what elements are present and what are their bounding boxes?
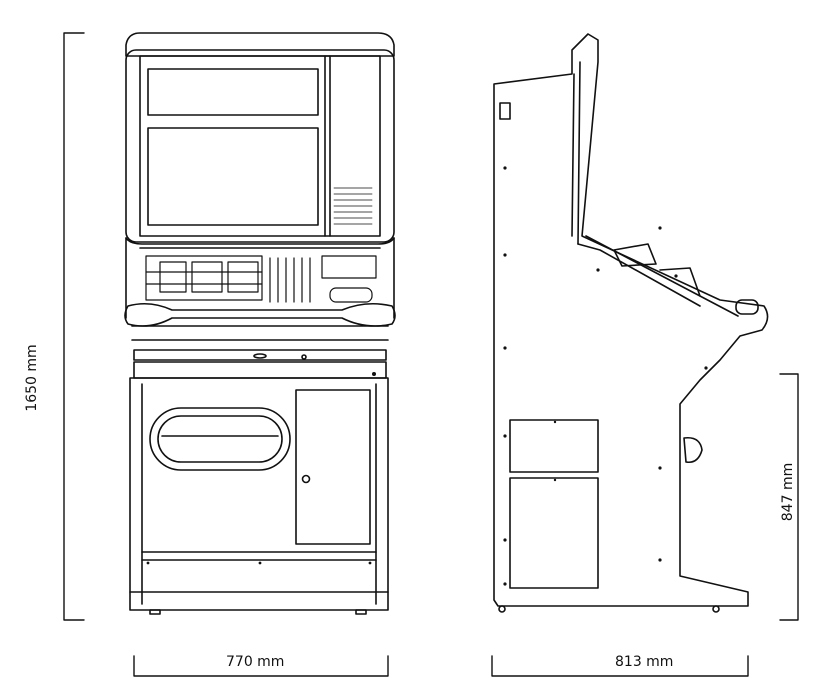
door-lock: [301, 474, 311, 484]
side-view: [493, 33, 769, 613]
width-dim: [133, 655, 389, 677]
service-door: [295, 389, 371, 545]
upper-side-door: [509, 419, 599, 473]
front-slot: [149, 407, 291, 471]
lower-cabinet: [129, 377, 389, 611]
depth-dimension-label: 813 mm: [615, 654, 674, 670]
lower-side-door: [509, 477, 599, 589]
side-dots: [146, 166, 708, 586]
top-screen: [147, 68, 319, 116]
dimension-lines: [63, 32, 799, 677]
control-mechanics: [145, 255, 377, 303]
depth-dim: [491, 655, 749, 677]
lower-height-dim: [779, 373, 799, 621]
height-dim: [63, 32, 85, 621]
height-dimension-label: 1650 mm: [24, 344, 40, 412]
width-dimension-label: 770 mm: [226, 654, 285, 670]
main-screen: [147, 127, 319, 226]
speaker-grille: [333, 187, 373, 225]
front-view: [124, 32, 396, 615]
lower-height-dimension-label: 847 mm: [780, 462, 796, 522]
